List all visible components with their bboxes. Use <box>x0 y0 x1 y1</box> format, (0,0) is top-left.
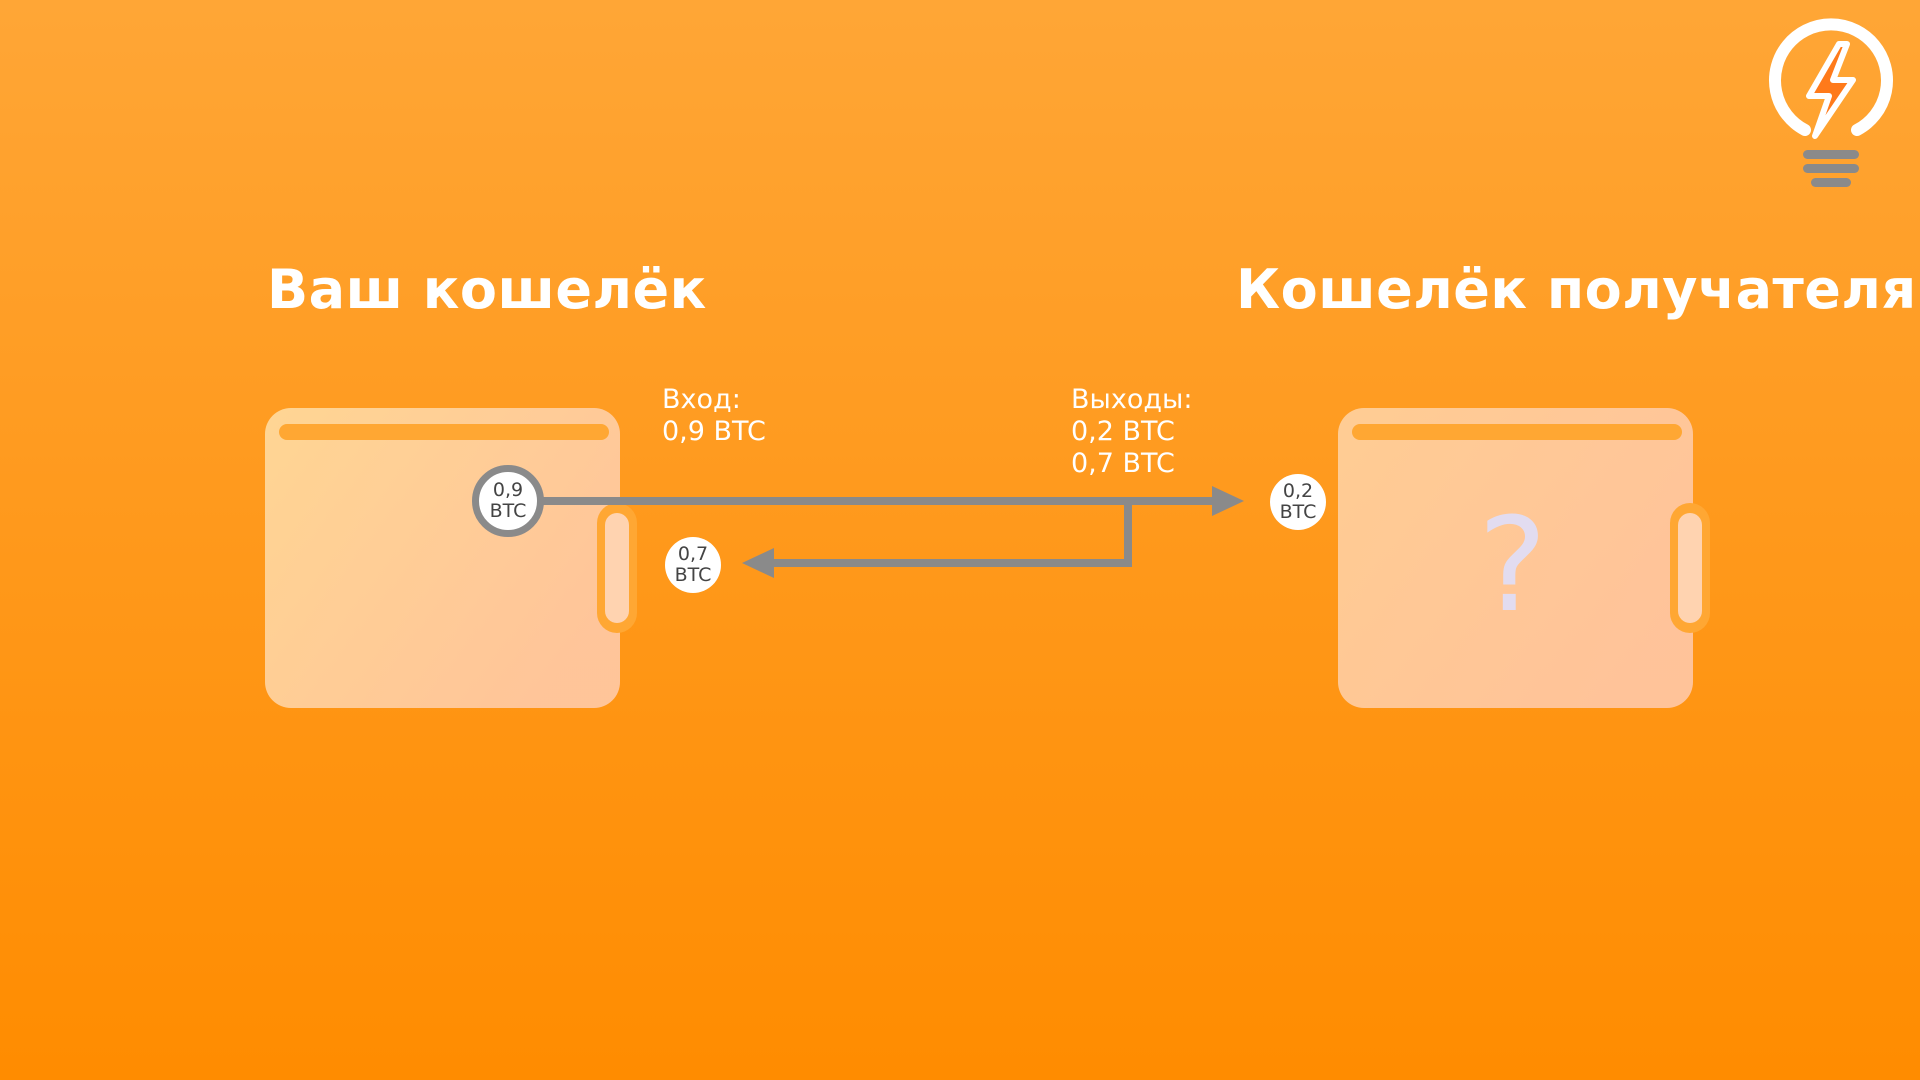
output-1-value: 0,2 BTC <box>1071 416 1175 447</box>
outputs-label: Выходы: 0,2 BTC 0,7 BTC <box>1071 384 1192 480</box>
recipient-wallet-icon <box>1338 408 1710 708</box>
recipient-coin-unit: BTC <box>1279 501 1317 523</box>
change-coin-unit: BTC <box>674 564 712 586</box>
source-coin: 0,9 BTC <box>472 465 544 537</box>
lightbulb-lightning-icon <box>1769 18 1893 187</box>
recipient-wallet-title: Кошелёк получателя <box>1236 258 1917 321</box>
change-coin: 0,7 BTC <box>665 537 721 593</box>
input-title: Вход: <box>662 384 741 415</box>
change-coin-amount: 0,7 <box>677 543 709 565</box>
recipient-coin: 0,2 BTC <box>1270 474 1326 530</box>
source-coin-amount: 0,9 <box>492 479 524 501</box>
your-wallet-icon <box>265 408 637 708</box>
arrow-right-icon <box>540 486 1244 516</box>
outputs-title: Выходы: <box>1071 384 1193 415</box>
your-wallet-title: Ваш кошелёк <box>267 258 707 321</box>
recipient-coin-amount: 0,2 <box>1282 480 1314 502</box>
input-label: Вход: 0,9 BTC <box>662 384 766 448</box>
source-coin-unit: BTC <box>489 500 527 522</box>
unknown-wallet-question-mark: ? <box>1478 489 1547 641</box>
arrow-left-icon <box>742 501 1132 578</box>
output-2-value: 0,7 BTC <box>1071 448 1175 479</box>
input-value: 0,9 BTC <box>662 416 766 447</box>
